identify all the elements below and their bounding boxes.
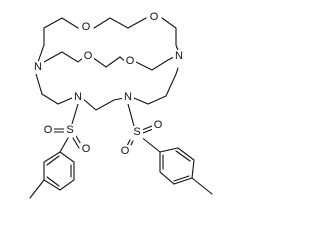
chemical-structure-diagram: O O O O N N N N S O O S O O [29,11,213,199]
bond-s-ring-left [59,137,69,153]
tosyl-right-bonds [125,103,213,195]
tosyl-left-bonds [29,103,83,199]
bond-chain-top-left [37,17,79,63]
atom-oxygen-3: O [84,50,93,62]
bond-chain-bottom-left [35,73,73,105]
bond-so-right-b2 [142,128,154,134]
bond-so-left-b2 [72,137,80,149]
bond-chain-inner-left [43,51,85,63]
macrocycle-bonds [35,17,181,111]
atom-oxygen-sulfonyl-left-b: O [82,143,91,155]
ring-left-double-3 [46,176,60,187]
ring-left-double-2 [46,155,60,166]
bond-methyl-right [191,177,213,195]
atom-oxygen-sulfonyl-right-b: O [154,119,163,131]
atom-nitrogen-left: N [34,61,42,73]
atom-nitrogen-bottom-right: N [124,91,132,103]
atom-oxygen-4: O [126,55,135,67]
atom-oxygen-sulfonyl-right-a: O [121,145,130,157]
ring-right-double-1 [175,150,191,162]
bond-bridge [81,97,125,111]
atom-nitrogen-right: N [175,50,183,62]
ring-right-double-2 [173,175,190,182]
benzene-ring-right [159,147,195,185]
bond-n-s-right [127,103,135,127]
bond-chain-bottom-right [133,67,179,105]
atom-oxygen-2: O [150,11,159,23]
bond-s-ring-right [139,135,161,153]
bond-n-s-left [71,103,79,125]
bond-methyl-left [29,179,45,199]
bond-chain-inner-right [135,55,177,71]
benzene-ring-left [43,151,75,191]
bond-chain-top-middle [93,17,147,29]
atom-nitrogen-bottom-left: N [74,91,82,103]
atom-oxygen-1: O [82,21,91,33]
atom-labels: O O O O N N N N S O O S O O [32,11,185,158]
bond-so-right-b [141,125,153,131]
atom-oxygen-sulfonyl-left-a: O [44,124,53,136]
atom-sulfur-right: S [133,126,140,138]
atom-sulfur-left: S [66,124,73,136]
bond-chain-inner-middle [91,56,127,68]
